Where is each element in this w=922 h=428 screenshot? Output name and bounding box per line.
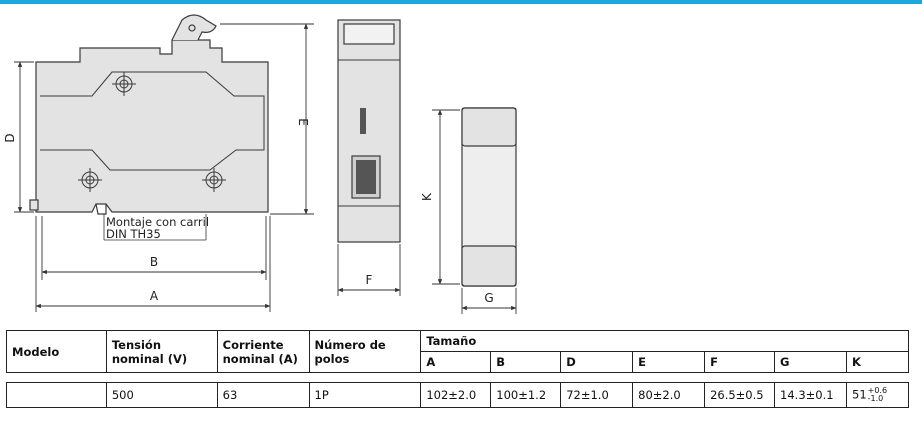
dimension-a bbox=[35, 216, 271, 312]
cell-size-k-tolerance: +0.6-1.0 bbox=[868, 387, 887, 403]
dimension-g bbox=[461, 288, 517, 314]
dim-label-g: G bbox=[484, 291, 493, 305]
dimension-b bbox=[41, 216, 267, 280]
cell-size-b: 100±1.2 bbox=[490, 382, 562, 408]
table-size-header-row: A B D E F G K bbox=[7, 351, 909, 373]
dimension-d bbox=[14, 61, 34, 213]
dim-label-d: D bbox=[3, 133, 17, 142]
screw-bottom-left bbox=[78, 168, 102, 192]
dimension-e bbox=[220, 23, 314, 215]
header-polos: Número de polos bbox=[308, 330, 422, 373]
table-row: 500 63 1P 102±2.0 100±1.2 72±1.0 80±2.0 … bbox=[6, 382, 909, 408]
header-tension: Tensión nominal (V) bbox=[105, 330, 218, 373]
header-modelo: Modelo bbox=[6, 330, 107, 373]
fuse-cartridge bbox=[461, 107, 517, 287]
cell-size-k: 51+0.6-1.0 bbox=[846, 382, 909, 408]
header-size-a: A bbox=[420, 351, 492, 373]
dimension-k bbox=[432, 109, 460, 285]
dimension-f bbox=[337, 244, 401, 296]
header-corriente: Corriente nominal (A) bbox=[216, 330, 310, 373]
holder-front-view bbox=[29, 14, 269, 215]
cell-tension: 500 bbox=[105, 382, 218, 408]
technical-drawing: D E Montaje con carril DIN TH35 B A bbox=[3, 14, 517, 314]
dim-label-k: K bbox=[420, 192, 434, 201]
k-tol-plus: +0.6 bbox=[867, 386, 888, 395]
dim-label-a: A bbox=[150, 289, 159, 303]
mount-note-line2: DIN TH35 bbox=[106, 227, 161, 241]
cell-size-d: 72±1.0 bbox=[560, 382, 634, 408]
dim-label-e: E bbox=[296, 118, 310, 126]
screw-top bbox=[112, 72, 136, 96]
header-size-f: F bbox=[704, 351, 776, 373]
mount-note-line1: Montaje con carril bbox=[106, 215, 209, 229]
screw-bottom-right bbox=[202, 168, 226, 192]
top-accent-bar bbox=[0, 0, 922, 4]
dim-label-b: B bbox=[150, 255, 158, 269]
dim-label-f: F bbox=[366, 273, 373, 287]
header-size-d: D bbox=[560, 351, 634, 373]
cell-size-f: 26.5±0.5 bbox=[704, 382, 776, 408]
holder-side-view bbox=[337, 19, 401, 243]
k-tol-minus: -1.0 bbox=[867, 394, 884, 403]
cell-size-a: 102±2.0 bbox=[420, 382, 492, 408]
header-size-k: K bbox=[846, 351, 909, 373]
header-size-g: G bbox=[774, 351, 847, 373]
cell-corriente: 63 bbox=[216, 382, 310, 408]
table-spacer-row bbox=[6, 372, 909, 383]
cell-size-k-value: 51 bbox=[852, 387, 867, 402]
mount-note-leader bbox=[103, 214, 207, 241]
header-size-b: B bbox=[490, 351, 562, 373]
cell-modelo bbox=[6, 382, 107, 408]
cell-size-e: 80±2.0 bbox=[632, 382, 706, 408]
header-tamano: Tamaño bbox=[420, 330, 909, 352]
table-header-row: Modelo Tensión nominal (V) Corriente nom… bbox=[6, 330, 909, 373]
cell-size-g: 14.3±0.1 bbox=[774, 382, 847, 408]
spec-table: Modelo Tensión nominal (V) Corriente nom… bbox=[6, 330, 909, 408]
header-size-e: E bbox=[632, 351, 706, 373]
cell-polos: 1P bbox=[308, 382, 422, 408]
